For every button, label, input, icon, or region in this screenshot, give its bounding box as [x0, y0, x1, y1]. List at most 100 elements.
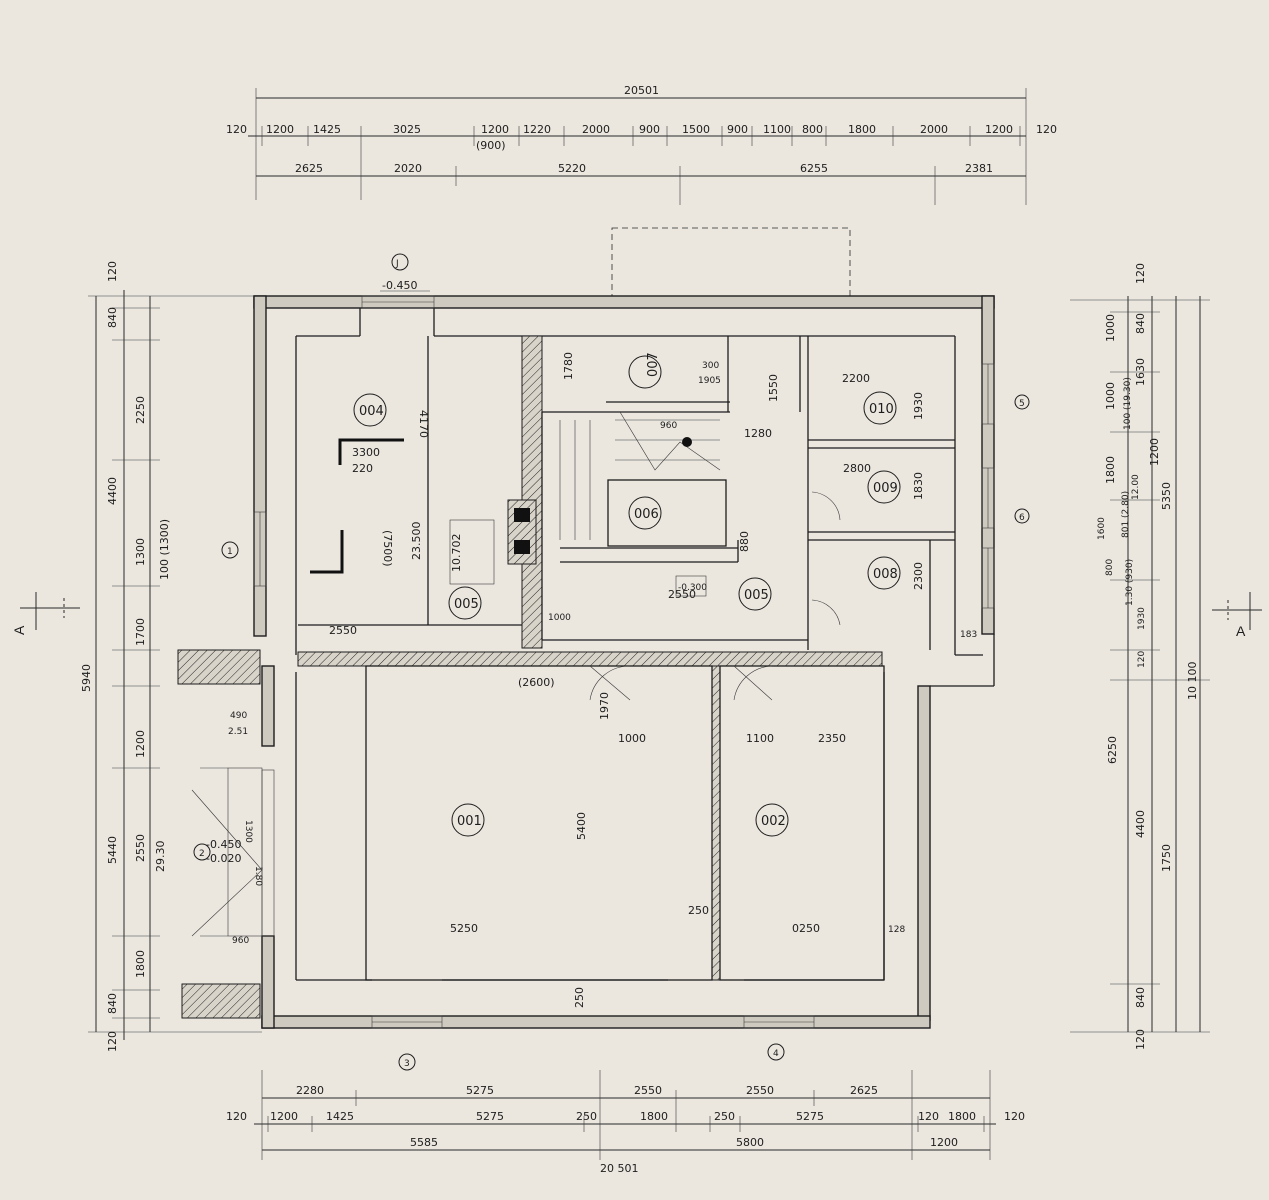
dim-left-4: 1300 [134, 538, 147, 566]
dim-top-r1-12: 1800 [848, 123, 876, 136]
dim-left-3: 4400 [106, 477, 119, 505]
bearing-wall-band [297, 651, 883, 667]
room-tag-008 [867, 556, 901, 590]
room-labels: 004 005 005 006 007 008 009 010 001 002 [353, 352, 901, 837]
dim-bot-r3-0: 5585 [410, 1136, 438, 1149]
chimney-block [507, 499, 537, 565]
partition-001-002 [711, 665, 721, 981]
dim-left-10: 1800 [134, 950, 147, 978]
side-b: 2.51 [228, 727, 248, 737]
dim-bot-r3-1: 5800 [736, 1136, 764, 1149]
bottom-dimension-chains: 2280 5275 2550 2550 2625 120 1200 1425 5… [226, 1070, 1025, 1175]
dim-left-6: 1700 [134, 618, 147, 646]
room-006-label: 006 [634, 507, 659, 522]
dim-left-2: 2250 [134, 396, 147, 424]
dim-right-5: 1630 [1134, 358, 1147, 386]
room-tag-005b [738, 577, 772, 611]
axis-6: 6 [1019, 513, 1025, 523]
dim-top-r1-2: 1425 [313, 123, 341, 136]
room-005b-label: 005 [744, 588, 769, 603]
misc-d: 1930 [912, 392, 925, 420]
entrance-step-top [177, 649, 261, 685]
axis-4: 4 [773, 1049, 779, 1059]
room-009-label: 009 [873, 481, 898, 496]
dim-left-12: 120 [106, 1031, 119, 1052]
dim-bot-r2-6: 250 [714, 1110, 735, 1123]
misc-h: 1550 [767, 374, 780, 402]
room-004-markers [310, 438, 404, 574]
dim-bot-r1-1: 5275 [466, 1084, 494, 1097]
dim-r004-h: 4170 [417, 410, 430, 438]
dim-right-15: 4400 [1134, 810, 1147, 838]
dim-r001-width: 5250 [450, 922, 478, 935]
side-d: 1.80 [253, 866, 263, 886]
dim-r004-b: (7500) [381, 530, 394, 567]
misc-a: 1780 [562, 352, 575, 380]
dim-r002-width: 0250 [792, 922, 820, 935]
dim-top-r1-9: 900 [727, 123, 748, 136]
dim-bot-r2-8: 120 [918, 1110, 939, 1123]
roof-projection-outline [611, 227, 851, 297]
dim-bot-r2-1: 1200 [270, 1110, 298, 1123]
dim-r005-c: 1000 [548, 613, 571, 623]
section-right-label: A [1236, 623, 1246, 639]
misc-b: 2800 [843, 462, 871, 475]
dim-right-2: 1000 [1104, 314, 1117, 342]
dim-bot-r2-5: 1800 [640, 1110, 668, 1123]
room-tag-001 [451, 803, 485, 837]
room-002-label: 002 [761, 814, 786, 829]
misc-f: 2300 [912, 562, 925, 590]
dim-right-10: 801 (2.80) [1121, 491, 1131, 538]
dim-left-mid: 5440 [106, 836, 119, 864]
room-tag-009 [867, 470, 901, 504]
dim-bot-r2-3: 5275 [476, 1110, 504, 1123]
dim-r005-a: 23.500 [410, 522, 423, 561]
bearing-wall-vertical [521, 335, 543, 649]
dim-left-11: 840 [106, 993, 119, 1014]
dim-left-total: 5940 [80, 664, 93, 692]
dim-r001-bottom: 250 [573, 987, 586, 1008]
dim-right-0: 120 [1134, 263, 1147, 284]
dim-right-4: 100 (19.30) [1123, 377, 1133, 430]
dim-right-8: 12.00 [1131, 474, 1141, 500]
room-tag-010 [863, 391, 897, 425]
stair-start-dot [682, 437, 692, 447]
dim-right-1: 840 [1134, 313, 1147, 334]
room-tag-005a [448, 586, 482, 620]
top-dimension-chains: 20501 120 1200 1425 3025 1200 (900) 1220… [226, 84, 1057, 205]
dim-right-total-1: 10 100 [1186, 662, 1199, 701]
entrance-step-bottom [181, 983, 261, 1019]
level-room005: -0.300 [678, 583, 707, 593]
dim-top-r1-10: 1100 [763, 123, 791, 136]
door-f: (2600) [518, 676, 555, 689]
dim-right-6: 1800 [1104, 456, 1117, 484]
door-c: 1100 [746, 732, 774, 745]
dim-right-3: 1000 [1104, 382, 1117, 410]
side-e: 960 [232, 936, 249, 946]
dim-r002-mid: 250 [688, 904, 709, 917]
dim-top-r1-4: 1200 [481, 123, 509, 136]
dim-right-17: 120 [1134, 1029, 1147, 1050]
room-005a-label: 005 [454, 597, 479, 612]
misc-e: 1830 [912, 472, 925, 500]
dim-top-total: 20501 [624, 84, 659, 97]
left-dimension-chains: 120 840 2250 4400 1300 100 (1300) 1700 1… [80, 261, 262, 1052]
room-008-label: 008 [873, 567, 898, 582]
side-a: 490 [230, 711, 247, 721]
axis-2: 2 [199, 849, 205, 859]
room-007-label: 007 [646, 352, 661, 377]
dim-bot-total: 20 501 [600, 1162, 639, 1175]
entrance-outline [200, 767, 263, 937]
side-g: 183 [960, 630, 977, 640]
dim-bot-r1-4: 2625 [850, 1084, 878, 1097]
dim-top-r1-7: 900 [639, 123, 660, 136]
dim-r001-height: 5400 [575, 812, 588, 840]
dim-top-r1-3: 3025 [393, 123, 421, 136]
misc-c: 2200 [842, 372, 870, 385]
door-d: 2350 [818, 732, 846, 745]
door-e: 880 [738, 531, 751, 552]
dim-left-1: 840 [106, 307, 119, 328]
dim-left-9: 29.30 [154, 841, 167, 873]
dim-top-r2-1: 2020 [394, 162, 422, 175]
dim-right-9: 1600 [1097, 517, 1107, 540]
